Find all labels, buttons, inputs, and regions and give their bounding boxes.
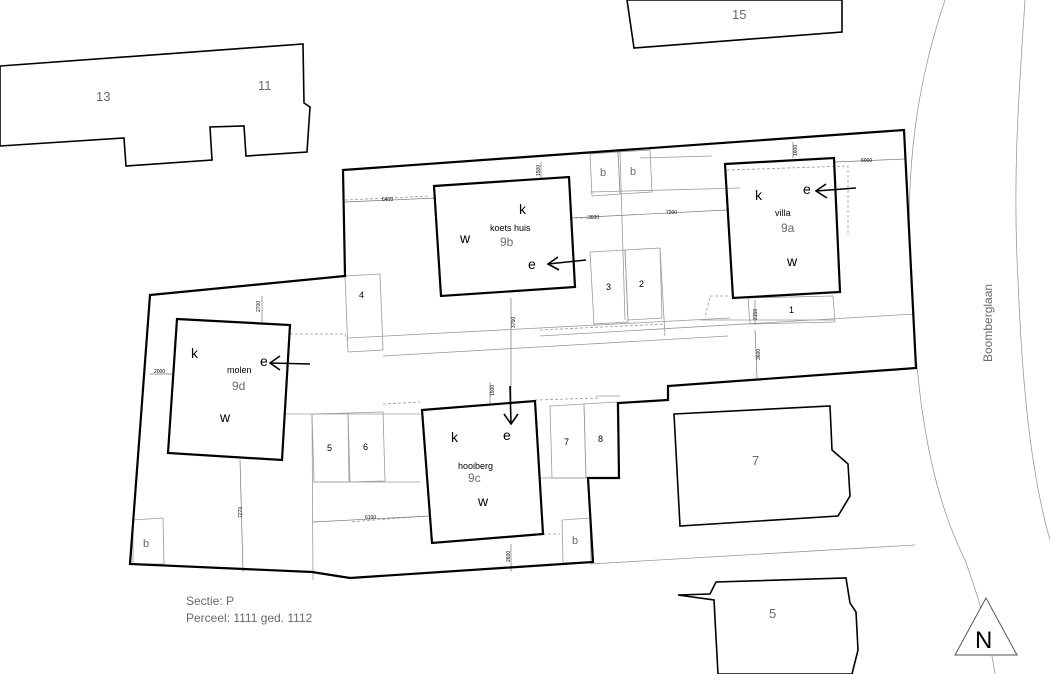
molen-w: w <box>219 409 231 425</box>
cadastral-sectie: Sectie: P <box>186 594 234 608</box>
shed-4 <box>344 273 384 353</box>
neighbour-number-15: 15 <box>732 7 746 22</box>
dim-6400: 6400 <box>382 197 393 203</box>
dim-2159: 2159 <box>753 309 759 320</box>
dim-6000: 6000 <box>861 158 872 164</box>
molen-number: 9d <box>232 379 245 393</box>
shed-label-b-top-left: b <box>600 167 606 179</box>
shed-b-top-right <box>617 149 653 195</box>
dim-2700: 2700 <box>256 301 262 312</box>
dim-3600: 3600 <box>588 215 599 221</box>
hooiberg-k: k <box>451 429 459 445</box>
shed-5 <box>311 412 350 483</box>
shed-label-1: 1 <box>789 305 794 315</box>
arrow-molen-icon <box>268 355 311 371</box>
villa-k: k <box>755 187 763 203</box>
neighbour-number-13: 13 <box>96 89 110 104</box>
neighbour-building-13-11 <box>0 43 311 167</box>
dim-1500b: 1500 <box>490 385 496 396</box>
shed-label-2: 2 <box>639 279 644 289</box>
shed-label-b-bottom-left: b <box>143 538 149 550</box>
neighbour-building-5 <box>677 577 859 674</box>
dim-2600: 2600 <box>506 551 512 562</box>
hooiberg-w: w <box>477 493 489 509</box>
plot-boundary <box>128 128 918 580</box>
hooiberg-e: e <box>503 427 511 443</box>
neighbour-building-7 <box>673 405 851 527</box>
street-edges <box>908 0 1050 674</box>
hooiberg-number: 9c <box>468 471 481 485</box>
shed-label-5: 5 <box>327 443 332 453</box>
arrow-koetshuis-icon <box>546 256 587 271</box>
molen-k: k <box>191 345 199 361</box>
dim-7270: 7270 <box>238 507 244 518</box>
parcel-lines <box>285 151 916 581</box>
dim-3600b: 3600 <box>756 349 762 360</box>
shed-label-3: 3 <box>606 282 611 292</box>
shed-label-8: 8 <box>598 434 603 444</box>
molen-e: e <box>260 353 268 369</box>
villa-number: 9a <box>781 221 795 235</box>
villa-w: w <box>786 253 798 269</box>
dim-1500: 1500 <box>536 165 542 176</box>
street-name: Boomberglaan <box>981 284 995 362</box>
koetshuis-w: w <box>459 230 471 246</box>
koetshuis-label: koets huis <box>490 223 531 233</box>
dim-1600: 1600 <box>793 145 799 156</box>
shed-label-7: 7 <box>564 437 569 447</box>
dim-7200: 7200 <box>666 210 677 216</box>
hooiberg-label: hooiberg <box>458 461 493 471</box>
shed-6 <box>347 411 386 483</box>
building-villa <box>723 156 842 300</box>
north-arrow-icon <box>954 596 1018 656</box>
dim-2000: 2000 <box>154 369 165 375</box>
dim-6100: 6100 <box>365 515 376 521</box>
shed-label-4: 4 <box>359 290 364 300</box>
villa-label: villa <box>775 208 791 218</box>
dashed-outlines <box>290 165 849 535</box>
building-koetshuis <box>432 175 577 298</box>
building-molen <box>166 317 292 462</box>
neighbour-buildings <box>0 0 859 674</box>
building-hooiberg <box>420 399 545 545</box>
entrance-arrows <box>268 183 857 426</box>
shed-label-b-bottom-right: b <box>572 535 578 547</box>
neighbour-number-7: 7 <box>752 453 759 468</box>
dimension-lines <box>150 142 906 573</box>
dim-3750: 3750 <box>511 317 517 328</box>
neighbour-number-5: 5 <box>769 606 776 621</box>
shed-b-bottom-left <box>132 517 165 565</box>
north-label: N <box>975 627 992 654</box>
shed-label-6: 6 <box>363 442 368 452</box>
neighbour-number-11: 11 <box>258 78 272 93</box>
koetshuis-e: e <box>528 256 536 272</box>
cadastral-perceel: Perceel: 1111 ged. 1112 <box>186 611 313 625</box>
koetshuis-number: 9b <box>500 235 514 249</box>
shed-1 <box>747 295 836 325</box>
arrow-hooiberg-icon <box>503 385 519 426</box>
shed-3 <box>589 249 629 325</box>
molen-label: molen <box>227 365 252 375</box>
arrow-villa-icon <box>814 183 857 199</box>
villa-e: e <box>803 181 811 197</box>
neighbour-building-15 <box>626 0 843 49</box>
koetshuis-k: k <box>519 201 527 217</box>
shed-label-b-top-right: b <box>630 166 636 178</box>
